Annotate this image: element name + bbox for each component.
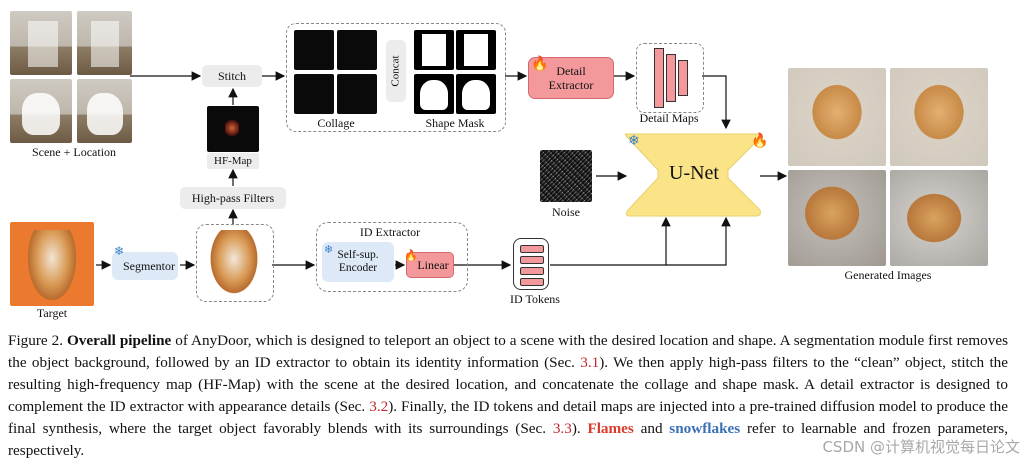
collage-image-1 [294, 30, 334, 70]
detail-extractor-label: Detail Extractor [548, 64, 594, 92]
caption-flames: Flames [587, 420, 634, 437]
caption-text-5: and [633, 420, 670, 437]
detail-map-bar-2 [666, 54, 676, 102]
shape-mask-image-2 [456, 30, 496, 70]
flame-icon: 🔥 [404, 250, 418, 262]
generated-image-4 [890, 170, 988, 266]
collage-image-3 [294, 74, 334, 114]
generated-image-3 [788, 170, 886, 266]
shape-mask-image-4 [456, 74, 496, 114]
scene-image-3 [10, 79, 72, 143]
scene-image-4 [77, 79, 132, 143]
figure-caption: Figure 2. Overall pipeline of AnyDoor, w… [8, 330, 1008, 462]
scene-image-2 [77, 11, 132, 75]
target-label: Target [36, 306, 68, 320]
snowflake-icon: ❄ [324, 244, 334, 256]
linear-label: Linear [417, 257, 449, 272]
high-pass-filters-block: High-pass Filters [180, 187, 286, 209]
shape-mask-image-3 [414, 74, 454, 114]
caption-text-2: ). We then apply high-pass filters to th… [8, 354, 1008, 415]
hf-map-label: HF-Map [207, 153, 259, 169]
noise-image [540, 150, 592, 202]
generated-image-2 [890, 68, 988, 166]
stitch-block: Stitch [202, 65, 262, 87]
segmentor-block: Segmentor [112, 252, 178, 280]
id-extractor-label: ID Extractor [359, 225, 421, 239]
caption-title: Overall pipeline [66, 332, 172, 349]
caption-text-4: ). [571, 420, 588, 437]
caption-text-6: refer to learnable and frozen parameters… [8, 420, 1009, 459]
caption-text-3: ). Finally, the ID tokens and detail map… [8, 398, 1008, 437]
shape-mask-image-1 [414, 30, 454, 70]
linear-block: Linear [406, 252, 454, 278]
detail-maps-label: Detail Maps [639, 111, 699, 125]
hf-map-image [207, 106, 259, 152]
flame-icon: 🔥 [531, 57, 549, 72]
concat-block: Concat [386, 40, 406, 102]
detail-maps-group [636, 43, 704, 113]
clean-object-frame [196, 224, 274, 302]
collage-mask-group [286, 23, 506, 132]
detail-map-bar-3 [678, 60, 688, 96]
id-extractor-group [316, 222, 468, 292]
section-ref-3-3[interactable]: 3.3 [552, 420, 572, 437]
collage-image-2 [337, 30, 377, 70]
snowflake-icon: ❄ [628, 134, 640, 149]
id-tokens-label: ID Tokens [510, 292, 560, 306]
scene-location-label: Scene + Location [31, 145, 117, 159]
concat-label: Concat [390, 55, 403, 87]
segmentor-label: Segmentor [123, 258, 175, 273]
collage-label: Collage [317, 116, 355, 130]
detail-extractor-block: Detail Extractor [528, 57, 614, 99]
watermark: CSDN @计算机视觉每日论文 [822, 438, 1020, 456]
id-tokens-block [513, 238, 549, 290]
unet-label: U-Net [669, 162, 719, 184]
target-image [10, 222, 94, 306]
collage-image-4 [337, 74, 377, 114]
self-sup-encoder-label: Self-sup. Encoder [337, 249, 379, 274]
clean-object-image [210, 230, 258, 294]
shape-mask-label: Shape Mask [425, 116, 485, 130]
self-sup-encoder-block: Self-sup. Encoder [322, 242, 394, 282]
caption-snowflakes: snowflakes [669, 420, 741, 437]
noise-label: Noise [552, 205, 580, 219]
flame-icon: 🔥 [751, 134, 769, 149]
generated-image-1 [788, 68, 886, 166]
generated-images-label: Generated Images [844, 268, 932, 282]
figure-number: Figure 2. [8, 332, 63, 349]
caption-text-1: of AnyDoor, which is designed to telepor… [8, 332, 1009, 371]
unet-block [624, 133, 762, 217]
snowflake-icon: ❄ [114, 244, 125, 258]
section-ref-3-1[interactable]: 3.1 [580, 354, 600, 371]
section-ref-3-2[interactable]: 3.2 [369, 398, 389, 415]
detail-map-bar-1 [654, 48, 664, 108]
scene-image-1 [10, 11, 72, 75]
